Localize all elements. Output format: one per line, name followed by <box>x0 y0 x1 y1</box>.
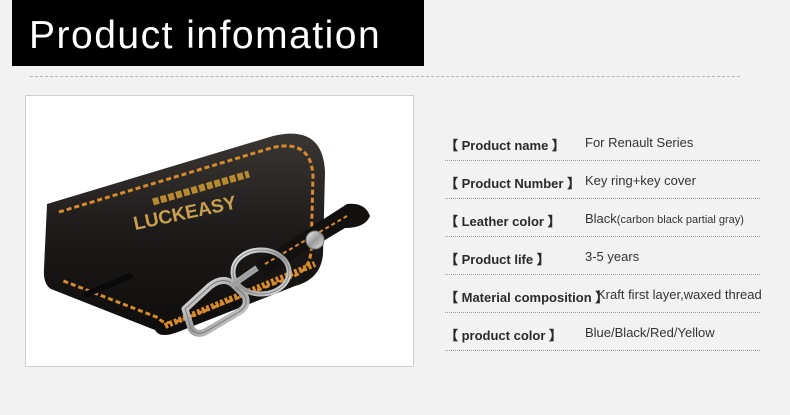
key-cover-illustration: LUCKEASY <box>43 133 370 337</box>
divider <box>30 76 740 77</box>
key-cover: LUCKEASY <box>43 133 326 335</box>
spec-label: 【 Product name 】 <box>445 138 565 153</box>
spec-row-product-color: 【 product color 】 Blue/Black/Red/Yellow <box>445 313 760 351</box>
spec-row-product-life: 【 Product life 】 3-5 years <box>445 237 760 275</box>
product-photo: LUCKEASY <box>35 104 406 360</box>
spec-label: 【 Product Number 】 <box>445 176 581 191</box>
spec-label: 【 Product life 】 <box>445 252 550 267</box>
spec-value: 3-5 years <box>585 249 640 264</box>
title-banner: Product infomation <box>12 0 424 66</box>
spec-value: Kraft first layer,waxed thread <box>597 287 762 302</box>
spec-value: For Renault Series <box>585 135 694 150</box>
spec-value: Black(carbon black partial gray) <box>585 211 744 226</box>
carabiner <box>181 265 259 337</box>
spec-value: Blue/Black/Red/Yellow <box>585 325 715 340</box>
page-title: Product infomation <box>29 14 382 57</box>
spec-value: Key ring+key cover <box>585 173 696 188</box>
key-ring <box>230 247 292 297</box>
spec-row-product-number: 【 Product Number 】 Key ring+key cover <box>445 161 760 199</box>
spec-note: (carbon black partial gray) <box>616 214 744 226</box>
spec-label: 【 product color 】 <box>445 328 563 343</box>
spec-row-material-composition: 【 Material composition 】 Kraft first lay… <box>445 275 762 313</box>
spec-label: 【 Leather color 】 <box>445 214 561 229</box>
product-photo-frame: LUCKEASY <box>25 95 414 367</box>
spec-label: 【 Material composition 】 <box>445 290 609 305</box>
spec-row-product-name: 【 Product name 】 For Renault Series <box>445 123 760 161</box>
product-spec-list: 【 Product name 】 For Renault Series 【 Pr… <box>445 123 762 351</box>
spec-row-leather-color: 【 Leather color 】 Black(carbon black par… <box>445 199 760 237</box>
